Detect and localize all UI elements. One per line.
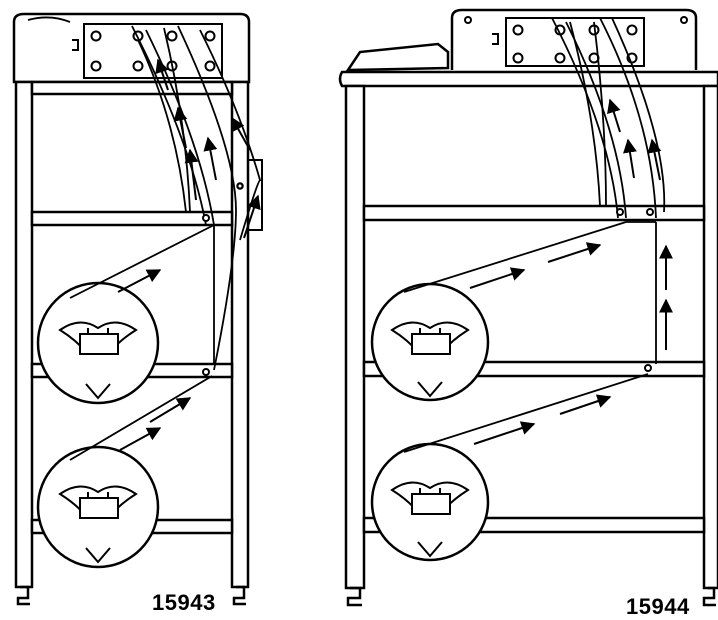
bracket-left bbox=[248, 159, 263, 231]
foot-right-2 bbox=[702, 586, 716, 607]
foot-left-2 bbox=[232, 585, 246, 606]
leg-right-front bbox=[344, 84, 366, 590]
panel-screws-right bbox=[512, 24, 638, 64]
paper-roll-left-lower bbox=[36, 445, 160, 569]
guide-pins-left bbox=[202, 182, 244, 376]
leg-right-rear bbox=[702, 84, 718, 590]
paper-path-right bbox=[403, 17, 666, 453]
paper-arrows-right bbox=[469, 98, 673, 445]
leg-left-front bbox=[14, 80, 34, 589]
shelf-left-top bbox=[30, 80, 234, 96]
guide-pins-right bbox=[616, 208, 654, 372]
paper-roll-right-upper bbox=[370, 282, 490, 402]
paper-roll-left-upper bbox=[36, 281, 160, 405]
leg-left-rear bbox=[230, 80, 250, 589]
tabletop-right bbox=[338, 70, 718, 88]
paper-tray-right bbox=[345, 42, 450, 72]
latch-right bbox=[492, 33, 499, 45]
latch-left bbox=[72, 39, 79, 51]
stand-left bbox=[12, 12, 263, 606]
figure-label-left: 15943 bbox=[152, 590, 216, 615]
figure-label-right: 15944 bbox=[626, 594, 690, 619]
shelf-left-1 bbox=[30, 210, 234, 227]
foot-right-1 bbox=[346, 586, 362, 607]
paper-roll-right-lower bbox=[370, 442, 490, 562]
foot-left-1 bbox=[16, 585, 30, 606]
paper-arrows-left bbox=[117, 58, 261, 451]
